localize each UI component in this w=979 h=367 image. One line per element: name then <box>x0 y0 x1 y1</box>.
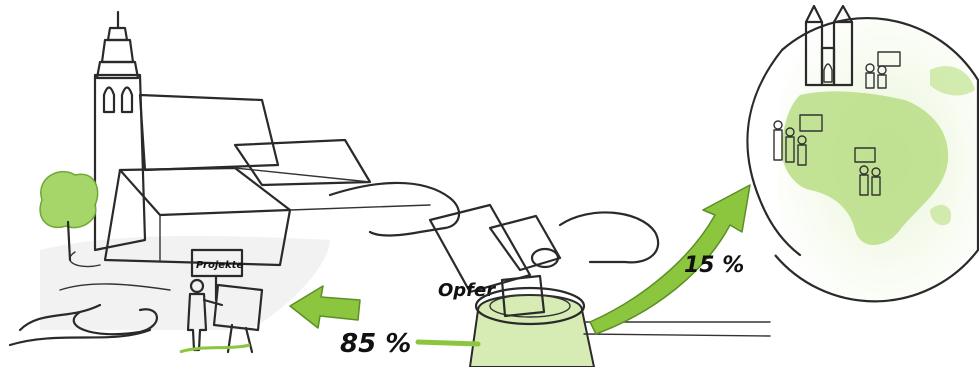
local-share-label: 85 % <box>340 329 411 359</box>
arrow-left-icon <box>290 286 360 328</box>
coin-icon <box>532 249 558 267</box>
global-share-label: 15 % <box>684 253 744 278</box>
church-icon <box>95 12 430 265</box>
hand-with-envelope <box>330 183 560 292</box>
offering-label: Opfer <box>438 280 496 301</box>
hand-with-coin <box>532 212 658 267</box>
sign-label: Projekte <box>196 260 243 271</box>
